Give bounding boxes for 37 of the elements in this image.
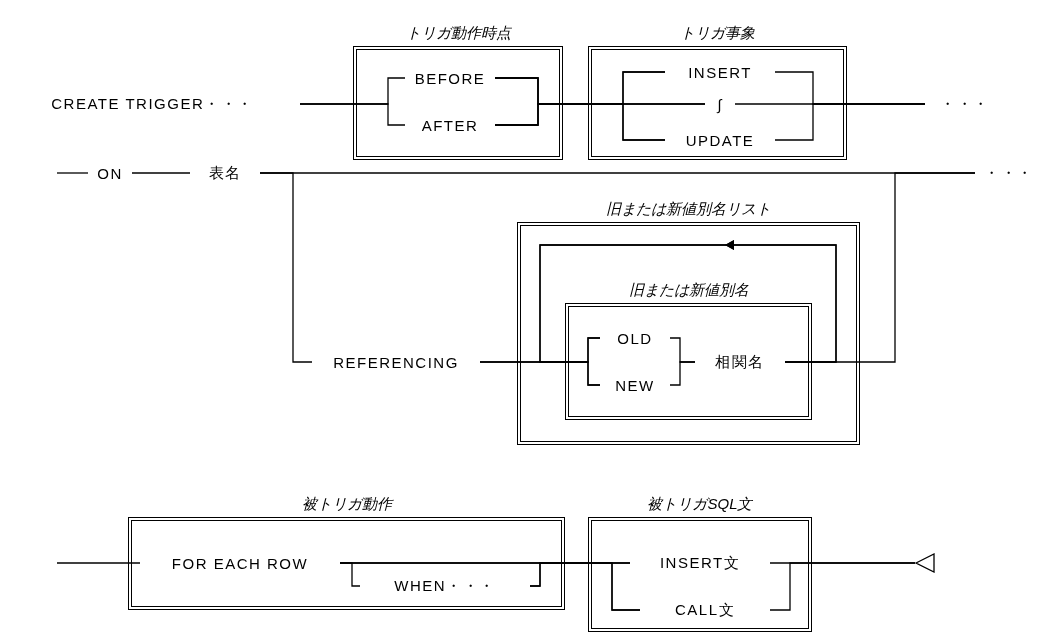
syntax-keyword: AFTER	[405, 114, 495, 136]
syntax-keyword: 表名	[190, 162, 260, 184]
syntax-keyword: BEFORE	[405, 67, 495, 89]
group-heading: 旧または新値別名リスト	[605, 200, 772, 219]
railroad-line	[259, 172, 313, 363]
syntax-keyword: ON	[88, 162, 132, 184]
railroad-line	[769, 562, 916, 611]
syntax-keyword: UPDATE	[665, 129, 775, 151]
syntax-keyword: REFERENCING	[312, 351, 480, 373]
syntax-keyword: CALL文	[640, 599, 770, 621]
syntax-keyword: ∫	[705, 93, 735, 115]
syntax-keyword: NEW	[600, 374, 670, 396]
group-heading: トリガ動作時点	[404, 24, 513, 43]
railroad-line	[529, 562, 641, 611]
railroad-line	[131, 172, 191, 174]
syntax-keyword: INSERT文	[630, 552, 770, 574]
syntax-keyword: ・・・	[925, 93, 1005, 115]
syntax-keyword: CREATE TRIGGER・・・	[5, 93, 300, 115]
syntax-keyword: FOR EACH ROW	[140, 552, 340, 574]
group-heading: 被トリガSQL文	[646, 495, 754, 514]
railroad-line	[494, 103, 666, 141]
syntax-keyword: OLD	[600, 327, 670, 349]
syntax-keyword: WHEN・・・	[360, 575, 530, 597]
railroad-line	[339, 562, 361, 587]
railroad-line	[669, 361, 696, 386]
railroad-line	[299, 103, 406, 126]
syntax-keyword: INSERT	[665, 61, 775, 83]
railroad-line	[774, 103, 926, 141]
syntax-keyword: ・・・	[975, 162, 1043, 184]
loop-arrow	[539, 240, 837, 386]
railroad-line	[56, 562, 141, 564]
end-mark	[915, 553, 935, 573]
group-heading: 被トリガ動作	[300, 495, 395, 514]
group-heading: トリガ事象	[679, 24, 756, 43]
railroad-line	[56, 172, 89, 174]
syntax-keyword: 相関名	[695, 351, 785, 373]
group-heading: 旧または新値別名	[627, 281, 750, 300]
